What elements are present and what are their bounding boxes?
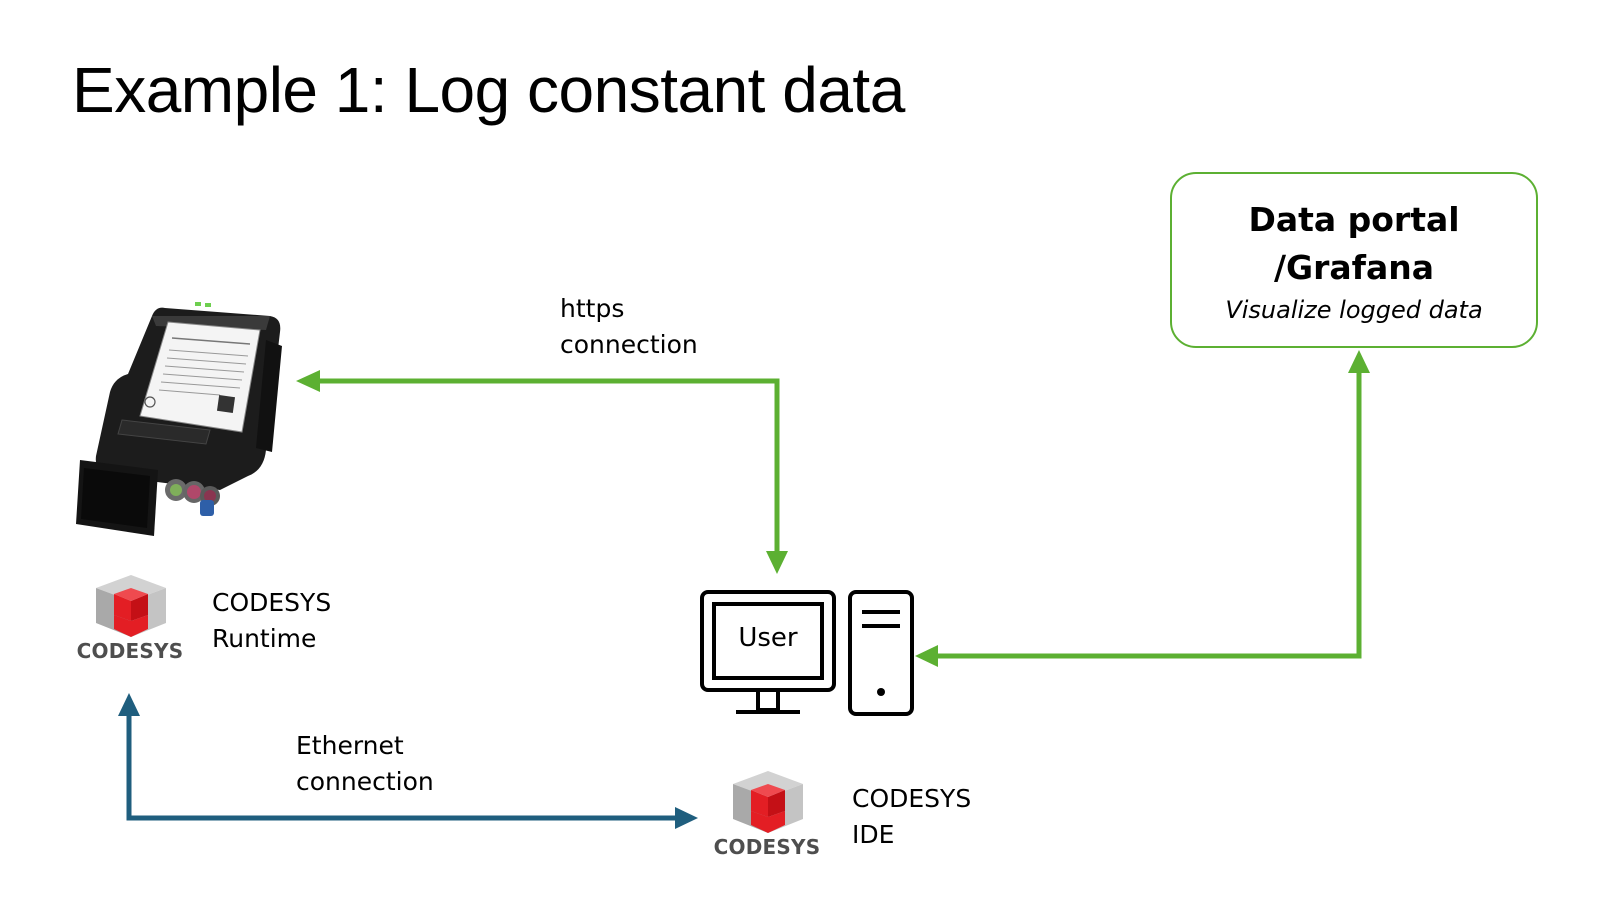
codesys-runtime-logo: CODESYS: [72, 575, 188, 667]
user-label: User: [738, 623, 798, 653]
runtime-label-line-1: CODESYS: [212, 588, 332, 617]
ethernet-connection-label: Ethernet connection: [296, 728, 434, 800]
codesys-runtime-label: CODESYS Runtime: [212, 585, 331, 657]
ide-label-line-2: IDE: [852, 820, 895, 849]
portal-arrowhead-left: [915, 645, 938, 667]
https-connection-line: [318, 378, 780, 560]
https-label-line-1: https: [560, 294, 625, 323]
telematics-device-image: [76, 302, 282, 536]
computer-monitor-icon: [700, 590, 836, 714]
ethernet-connection-line: [126, 714, 678, 821]
pc-tower-icon: [848, 590, 914, 716]
ide-label-line-1: CODESYS: [852, 784, 972, 813]
codesys-logo-icon: [96, 575, 166, 637]
codesys-logo-icon: [733, 771, 803, 833]
codesys-logo-text: CODESYS: [76, 639, 184, 663]
user-computer: User: [700, 590, 915, 716]
codesys-ide-label: CODESYS IDE: [852, 781, 971, 853]
runtime-label-line-2: Runtime: [212, 624, 317, 653]
portal-title-line-2: /Grafana: [1273, 248, 1435, 287]
https-arrowhead-down: [766, 551, 788, 574]
data-portal-box: Data portal /Grafana Visualize logged da…: [1170, 172, 1538, 348]
ethernet-label-line-1: Ethernet: [296, 731, 404, 760]
page-title: Example 1: Log constant data: [72, 54, 905, 126]
portal-subtitle: Visualize logged data: [1225, 296, 1483, 324]
https-label-line-2: connection: [560, 330, 698, 359]
portal-title-line-1: Data portal: [1248, 200, 1460, 239]
portal-arrowhead-up: [1348, 350, 1370, 373]
codesys-ide-logo: CODESYS: [709, 771, 825, 863]
ethernet-arrowhead-up: [118, 693, 140, 716]
ethernet-arrowhead-right: [675, 807, 698, 829]
https-connection-label: https connection: [560, 291, 698, 363]
portal-connection-line: [935, 372, 1362, 659]
https-arrowhead-left: [296, 370, 320, 392]
ethernet-label-line-2: connection: [296, 767, 434, 796]
codesys-logo-text: CODESYS: [713, 835, 821, 859]
